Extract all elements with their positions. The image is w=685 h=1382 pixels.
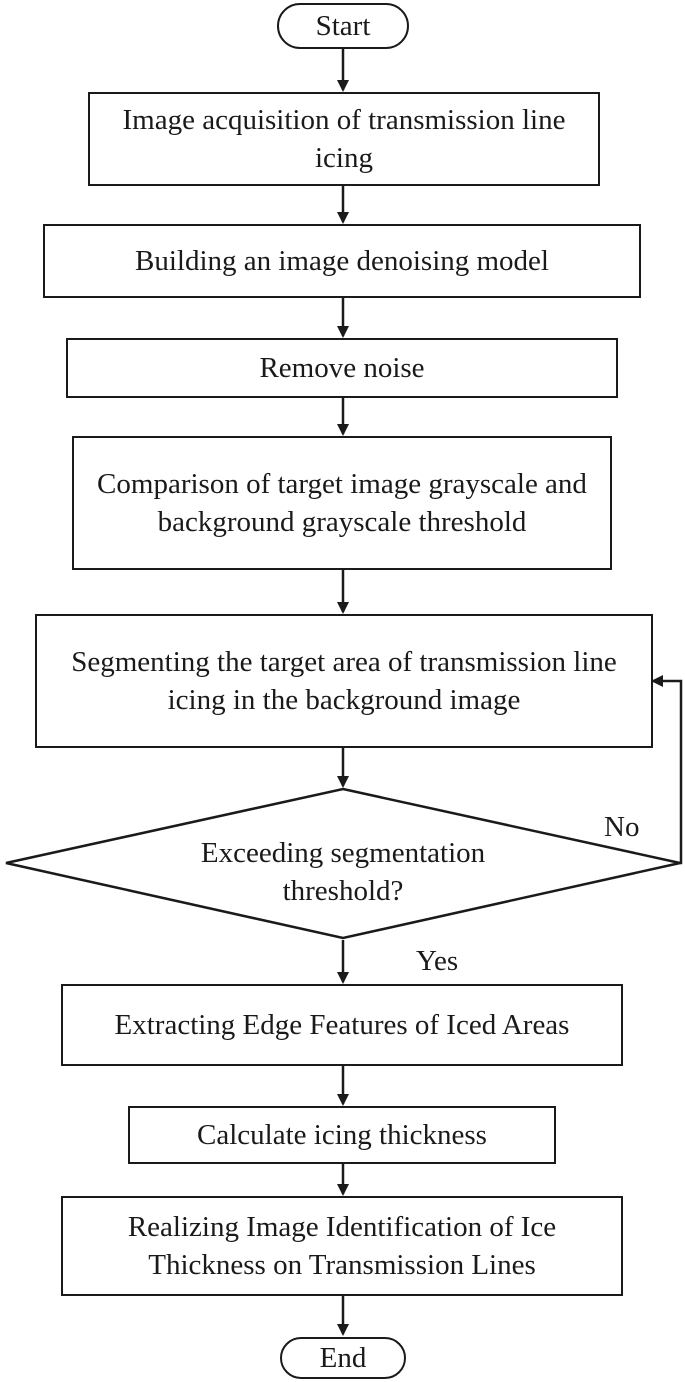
no-label: No: [604, 811, 640, 843]
yes-label: Yes: [416, 945, 459, 977]
step-grayscale-comparison-label: Comparison of target image grayscale and…: [97, 467, 587, 538]
end-terminal: End: [280, 1337, 406, 1379]
decision-text: Exceeding segmentation threshold?: [143, 834, 543, 911]
step-calculate-thickness-label: Calculate icing thickness: [197, 1118, 487, 1151]
step-extract-edge-features-label: Extracting Edge Features of Iced Areas: [114, 1008, 570, 1041]
step-image-acquisition-label: Image acquisition of transmission line i…: [122, 103, 566, 174]
step-image-acquisition: Image acquisition of transmission line i…: [88, 92, 600, 186]
decision-diamond: [5, 787, 681, 940]
step-build-denoising-model: Building an image denoising model: [43, 224, 641, 298]
start-terminal: Start: [277, 3, 409, 49]
end-label: End: [319, 1341, 367, 1374]
decision-text-line1: Exceeding segmentation: [200, 837, 486, 869]
decision-text-line2: threshold?: [282, 875, 404, 908]
step-extract-edge-features: Extracting Edge Features of Iced Areas: [61, 984, 623, 1066]
step-segment-target-area-label: Segmenting the target area of transmissi…: [71, 645, 617, 716]
start-label: Start: [315, 9, 371, 42]
step-remove-noise-label: Remove noise: [259, 351, 425, 384]
arrow-no-loop: [651, 675, 683, 865]
step-calculate-thickness: Calculate icing thickness: [128, 1106, 556, 1164]
step-realize-identification-label: Realizing Image Identification of Ice Th…: [127, 1210, 557, 1281]
step-remove-noise: Remove noise: [66, 338, 618, 398]
step-grayscale-comparison: Comparison of target image grayscale and…: [72, 436, 612, 570]
step-build-denoising-model-label: Building an image denoising model: [134, 244, 549, 277]
step-segment-target-area: Segmenting the target area of transmissi…: [35, 614, 653, 748]
step-realize-identification: Realizing Image Identification of Ice Th…: [61, 1196, 623, 1296]
